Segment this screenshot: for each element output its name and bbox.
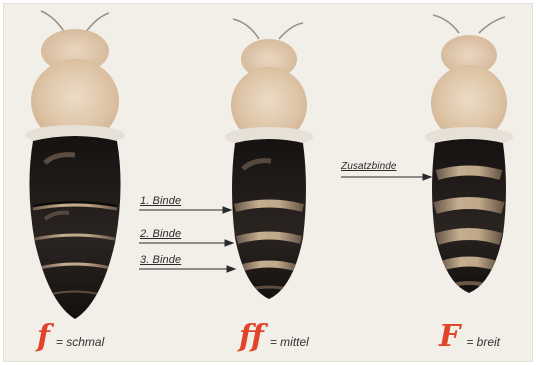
bee-medium bbox=[223, 19, 315, 313]
caption-medium: ff = mittel bbox=[239, 319, 309, 354]
antenna-left bbox=[233, 19, 259, 39]
abdomen bbox=[423, 133, 515, 303]
caption-symbol: f bbox=[37, 319, 50, 354]
caption-text: = breit bbox=[466, 335, 500, 349]
band-3 bbox=[441, 262, 497, 267]
band-2 bbox=[437, 234, 501, 239]
band-extra bbox=[437, 171, 501, 176]
antenna-right bbox=[85, 13, 109, 33]
band-1 bbox=[435, 203, 503, 208]
caption-wide: F = breit bbox=[439, 319, 500, 354]
band-3 bbox=[241, 264, 297, 268]
caption-symbol: ff bbox=[239, 319, 264, 354]
label-band-2: 2. Binde bbox=[140, 228, 181, 240]
caption-narrow: f = schmal bbox=[37, 319, 104, 354]
arrow-head bbox=[423, 174, 431, 180]
bee-wide bbox=[423, 15, 515, 303]
label-extra-band: Zusatzbinde bbox=[341, 161, 397, 172]
bee-narrow bbox=[23, 11, 133, 331]
band-2 bbox=[237, 236, 301, 241]
antenna-right bbox=[479, 17, 505, 33]
antenna-left bbox=[433, 15, 459, 33]
band-1 bbox=[235, 204, 303, 209]
antenna-right bbox=[279, 23, 303, 39]
arrow-head bbox=[223, 207, 231, 213]
abdomen bbox=[223, 133, 315, 313]
arrow-head bbox=[227, 266, 235, 272]
label-band-3: 3. Binde bbox=[140, 254, 181, 266]
antenna-left bbox=[41, 11, 65, 33]
arrow-head bbox=[225, 240, 233, 246]
caption-text: = schmal bbox=[56, 335, 104, 349]
abdomen bbox=[23, 131, 133, 331]
caption-text: = mittel bbox=[270, 335, 309, 349]
diagram-poster: 1. Binde 2. Binde 3. Binde Zusatzbinde f… bbox=[3, 3, 533, 362]
label-band-1: 1. Binde bbox=[140, 195, 181, 207]
caption-symbol: F bbox=[439, 319, 460, 354]
bee-illustrations bbox=[3, 3, 533, 362]
